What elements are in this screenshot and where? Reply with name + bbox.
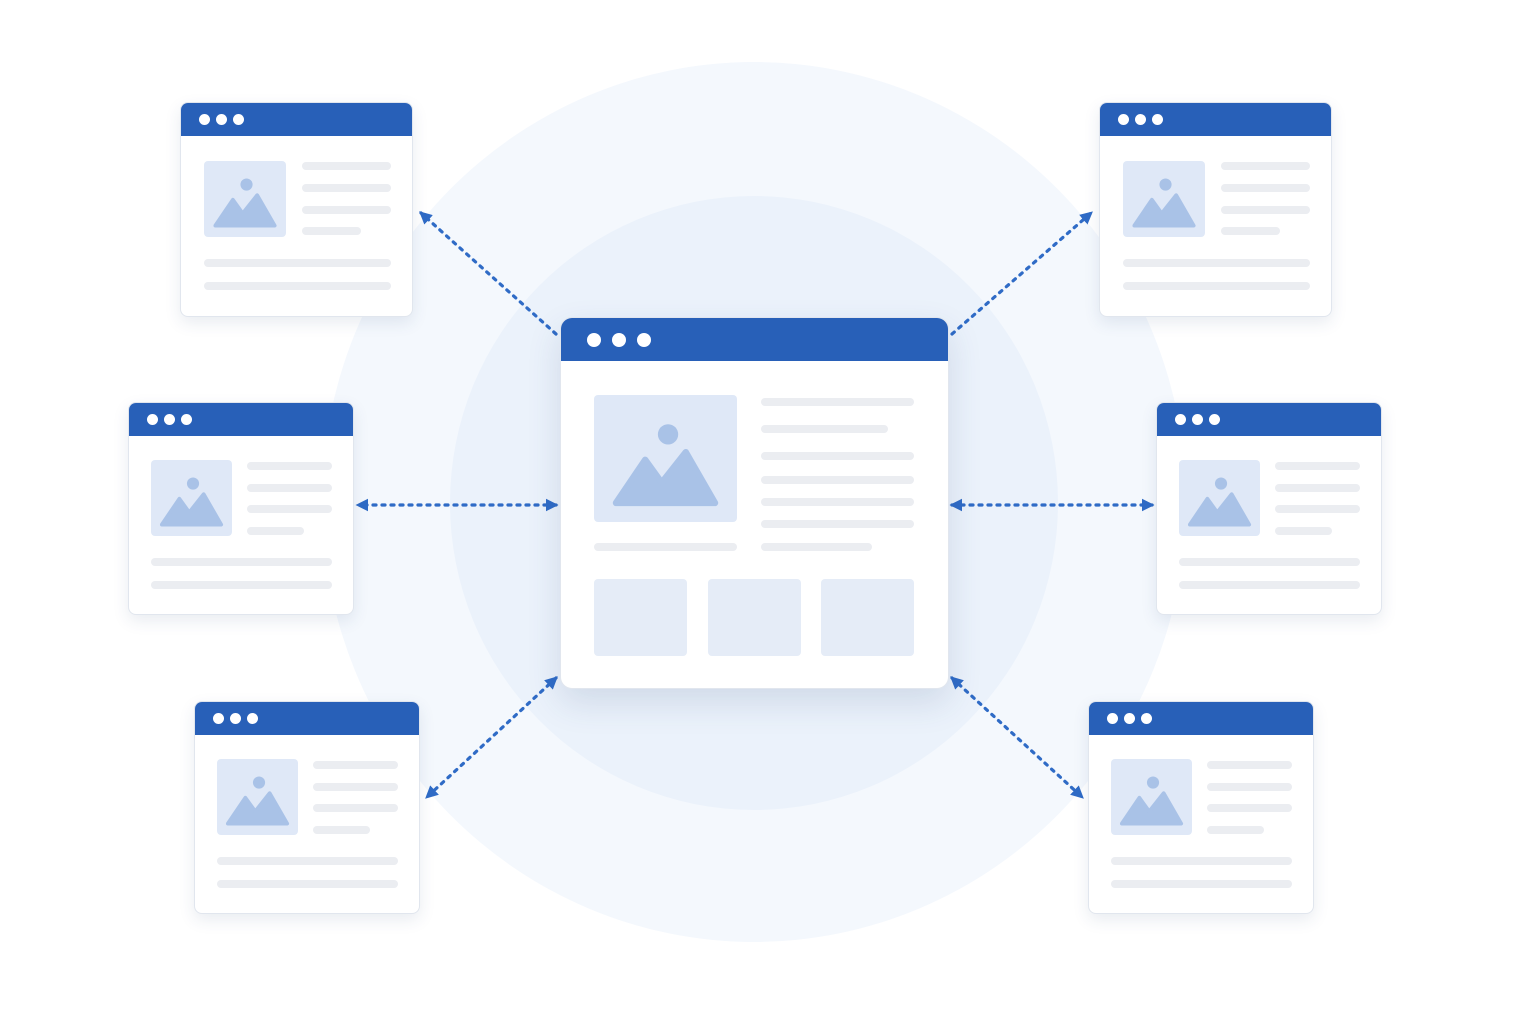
window-titlebar <box>181 103 412 136</box>
placeholder-line <box>1207 826 1264 834</box>
placeholder-line <box>302 184 391 192</box>
placeholder-line <box>1221 227 1280 235</box>
placeholder-line <box>217 857 398 865</box>
window-dot-icon <box>1124 713 1135 724</box>
window-dot-icon <box>637 333 651 347</box>
window-dot-icon <box>164 414 175 425</box>
placeholder-line <box>313 761 398 769</box>
window-titlebar <box>1157 403 1381 436</box>
spoke-window-bottom-left <box>194 701 420 914</box>
content-tile <box>708 579 801 656</box>
placeholder-line <box>1179 558 1360 566</box>
placeholder-line <box>302 227 361 235</box>
image-placeholder-icon <box>204 161 286 237</box>
hub-window <box>560 317 949 689</box>
placeholder-line <box>761 398 914 406</box>
placeholder-line <box>1123 282 1310 290</box>
placeholder-line <box>1275 462 1360 470</box>
placeholder-line <box>761 543 872 551</box>
window-titlebar <box>1100 103 1331 136</box>
placeholder-line <box>1275 505 1360 513</box>
spoke-window-bottom-right <box>1088 701 1314 914</box>
placeholder-line <box>247 527 304 535</box>
image-placeholder-icon <box>1111 759 1192 835</box>
window-titlebar <box>1089 702 1313 735</box>
spoke-window-middle-right <box>1156 402 1382 615</box>
placeholder-line <box>247 462 332 470</box>
placeholder-line <box>247 505 332 513</box>
window-dot-icon <box>213 713 224 724</box>
placeholder-line <box>1221 162 1310 170</box>
window-dot-icon <box>587 333 601 347</box>
window-dot-icon <box>247 713 258 724</box>
window-titlebar <box>129 403 353 436</box>
placeholder-line <box>151 581 332 589</box>
placeholder-line <box>761 520 914 528</box>
placeholder-line <box>217 880 398 888</box>
placeholder-line <box>1275 527 1332 535</box>
spoke-window-top-left <box>180 102 413 317</box>
placeholder-line <box>151 558 332 566</box>
placeholder-line <box>204 282 391 290</box>
placeholder-line <box>313 826 370 834</box>
placeholder-line <box>1111 857 1292 865</box>
placeholder-line <box>302 206 391 214</box>
placeholder-line <box>313 783 398 791</box>
placeholder-line <box>302 162 391 170</box>
window-dot-icon <box>1135 114 1146 125</box>
placeholder-line <box>761 498 914 506</box>
window-dot-icon <box>199 114 210 125</box>
placeholder-line <box>761 452 914 460</box>
placeholder-line <box>594 543 737 551</box>
connector-top-right <box>950 211 1093 336</box>
window-dot-icon <box>1118 114 1129 125</box>
window-dot-icon <box>230 713 241 724</box>
placeholder-line <box>1275 484 1360 492</box>
window-dot-icon <box>216 114 227 125</box>
placeholder-line <box>1221 184 1310 192</box>
placeholder-line <box>1111 880 1292 888</box>
image-placeholder-icon <box>1179 460 1260 536</box>
placeholder-line <box>1179 581 1360 589</box>
placeholder-line <box>761 476 914 484</box>
placeholder-line <box>1207 783 1292 791</box>
window-titlebar <box>561 318 948 361</box>
placeholder-line <box>761 425 888 433</box>
window-dot-icon <box>147 414 158 425</box>
connector-top-left <box>419 211 558 336</box>
connector-bottom-right <box>950 676 1084 799</box>
spoke-window-top-right <box>1099 102 1332 317</box>
window-dot-icon <box>1141 713 1152 724</box>
image-placeholder-icon <box>1123 161 1205 237</box>
window-dot-icon <box>1192 414 1203 425</box>
image-placeholder-icon <box>217 759 298 835</box>
content-tile <box>594 579 687 656</box>
placeholder-line <box>204 259 391 267</box>
placeholder-line <box>1221 206 1310 214</box>
window-dot-icon <box>1152 114 1163 125</box>
window-dot-icon <box>181 414 192 425</box>
content-tile <box>821 579 914 656</box>
image-placeholder-icon <box>594 395 737 522</box>
window-dot-icon <box>233 114 244 125</box>
placeholder-line <box>1207 804 1292 812</box>
placeholder-line <box>247 484 332 492</box>
window-titlebar <box>195 702 419 735</box>
window-dot-icon <box>612 333 626 347</box>
window-dot-icon <box>1209 414 1220 425</box>
window-dot-icon <box>1107 713 1118 724</box>
spoke-window-middle-left <box>128 402 354 615</box>
connector-bottom-left <box>425 676 558 799</box>
placeholder-line <box>313 804 398 812</box>
placeholder-line <box>1207 761 1292 769</box>
window-dot-icon <box>1175 414 1186 425</box>
image-placeholder-icon <box>151 460 232 536</box>
placeholder-line <box>1123 259 1310 267</box>
